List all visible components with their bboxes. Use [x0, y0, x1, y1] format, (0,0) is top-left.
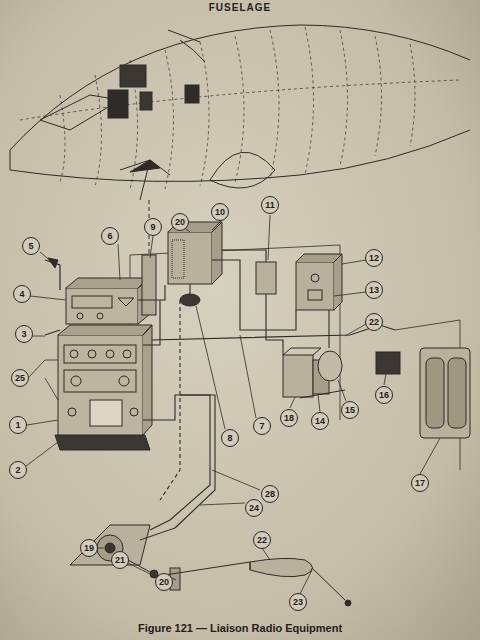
figure-caption: Figure 121 — Liaison Radio Equipment — [0, 622, 480, 634]
callout-number: 7 — [253, 417, 271, 435]
callout-number: 9 — [144, 218, 162, 236]
callout-number: 21 — [111, 551, 129, 569]
receiver — [55, 325, 152, 450]
callout-number: 19 — [80, 539, 98, 557]
leader-lines — [26, 215, 440, 594]
callout-number: 18 — [280, 409, 298, 427]
callout-number: 4 — [13, 285, 31, 303]
callout-number: 3 — [15, 325, 33, 343]
control-box — [296, 254, 342, 310]
callout-number: 12 — [365, 249, 383, 267]
callout-number: 17 — [411, 474, 429, 492]
callout-number: 16 — [375, 386, 393, 404]
callout-number: 6 — [101, 227, 119, 245]
callout-number: 22 — [253, 531, 271, 549]
callout-number: 2 — [9, 461, 27, 479]
callout-number: 20 — [155, 573, 173, 591]
callout-number: 11 — [261, 196, 279, 214]
fuselage-sketch — [10, 25, 470, 200]
callout-number: 15 — [341, 401, 359, 419]
page-heading: FUSELAGE — [0, 2, 480, 13]
callout-number: 25 — [11, 369, 29, 387]
callout-number: 1 — [9, 416, 27, 434]
callout-number: 14 — [311, 412, 329, 430]
panel-unit — [420, 348, 470, 438]
callout-number: 28 — [261, 485, 279, 503]
dynamotor — [283, 348, 345, 398]
callout-number: 23 — [289, 593, 307, 611]
callout-number: 24 — [245, 499, 263, 517]
junction-box — [168, 222, 222, 284]
transmitter — [66, 278, 150, 324]
callout-number: 22 — [365, 313, 383, 331]
callout-number: 5 — [22, 237, 40, 255]
callout-number: 13 — [365, 281, 383, 299]
callout-number: 20 — [171, 213, 189, 231]
callout-number: 8 — [221, 429, 239, 447]
callout-number: 10 — [211, 203, 229, 221]
